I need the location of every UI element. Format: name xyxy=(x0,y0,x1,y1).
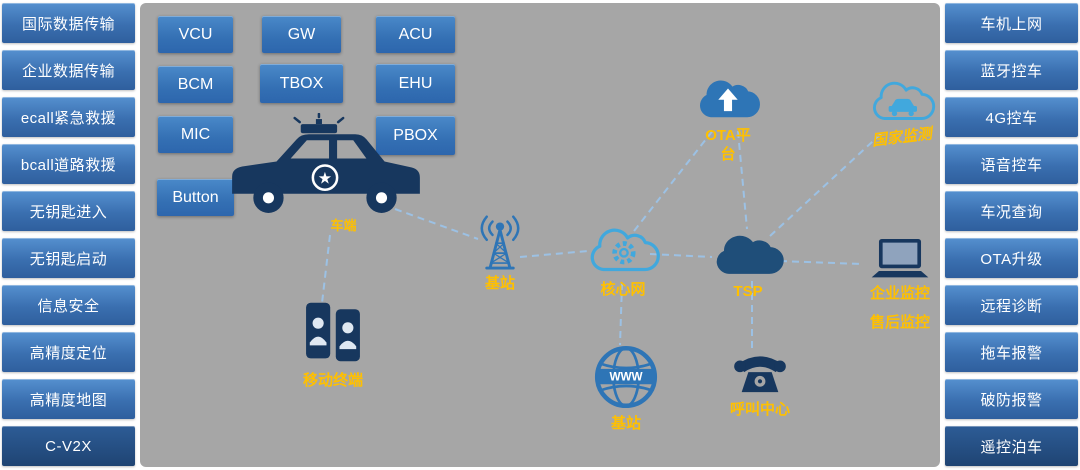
tsp-cloud-icon xyxy=(710,229,786,281)
sidebar-item-info-security[interactable]: 信息安全 xyxy=(2,285,135,325)
laptop-icon xyxy=(868,237,932,283)
cloud-gear-icon xyxy=(584,221,662,279)
sidebar-item-break-in-alarm[interactable]: 破防报警 xyxy=(945,379,1078,419)
mobile-terminal-node: 移动终端 xyxy=(288,299,378,391)
sidebar-item-ecall[interactable]: ecall紧急救援 xyxy=(2,97,135,137)
sidebar-item-car-internet[interactable]: 车机上网 xyxy=(945,3,1078,43)
diagram-canvas: VCU GW ACU BCM TBOX EHU MIC PBOX Button xyxy=(140,3,940,467)
sidebar-item-hd-positioning[interactable]: 高精度定位 xyxy=(2,332,135,372)
link-vehicle-mobile xyxy=(321,234,331,304)
module-button-vcu[interactable]: VCU xyxy=(158,16,233,53)
telephone-icon xyxy=(730,347,790,399)
base-station-node: 基站 xyxy=(462,215,538,294)
call-center-label: 呼叫中心 xyxy=(729,401,790,418)
globe-www-icon: WWW xyxy=(590,341,662,413)
sidebar-item-4g-control[interactable]: 4G控车 xyxy=(945,97,1078,137)
national-monitoring-node: 国家监测 xyxy=(854,75,950,150)
sidebar-item-vehicle-status[interactable]: 车况查询 xyxy=(945,191,1078,231)
ota-platform-node: OTA平台 xyxy=(692,73,764,165)
sidebar-item-bluetooth-control[interactable]: 蓝牙控车 xyxy=(945,50,1078,90)
call-center-node: 呼叫中心 xyxy=(718,347,802,420)
enterprise-monitoring-node: 企业监控 售后监控 xyxy=(852,237,948,333)
left-feature-list: 国际数据传输 企业数据传输 ecall紧急救援 bcall道路救援 无钥匙进入 … xyxy=(2,3,135,466)
module-button-pbox[interactable]: PBOX xyxy=(376,116,455,155)
national-monitoring-label: 国家监测 xyxy=(871,125,933,150)
mobile-phones-icon xyxy=(304,299,362,364)
internet-base-station-node: WWW 基站 xyxy=(586,341,666,434)
link-tsp-laptop xyxy=(779,260,863,265)
police-car-icon: ★ xyxy=(220,112,432,216)
right-feature-list: 车机上网 蓝牙控车 4G控车 语音控车 车况查询 OTA升级 远程诊断 拖车报警… xyxy=(945,3,1078,466)
sidebar-item-bcall[interactable]: bcall道路救援 xyxy=(2,144,135,184)
antenna-tower-icon xyxy=(470,215,530,273)
tsp-node: TSP xyxy=(708,229,788,302)
vehicle-label: 车端 xyxy=(330,218,357,233)
sidebar-item-ota-upgrade[interactable]: OTA升级 xyxy=(945,238,1078,278)
sidebar-item-voice-control[interactable]: 语音控车 xyxy=(945,144,1078,184)
module-button-gw[interactable]: GW xyxy=(262,16,341,53)
cloud-car-icon xyxy=(867,75,937,127)
base-station-label: 基站 xyxy=(484,275,515,292)
sidebar-item-tow-alarm[interactable]: 拖车报警 xyxy=(945,332,1078,372)
cloud-upload-icon xyxy=(694,73,762,125)
sidebar-item-keyless-entry[interactable]: 无钥匙进入 xyxy=(2,191,135,231)
sidebar-item-hd-map[interactable]: 高精度地图 xyxy=(2,379,135,419)
svg-text:★: ★ xyxy=(317,170,331,188)
sidebar-item-remote-parking[interactable]: 遥控泊车 xyxy=(945,426,1078,466)
mobile-terminal-label: 移动终端 xyxy=(302,372,363,389)
core-network-label: 核心网 xyxy=(600,281,646,298)
module-button-mic[interactable]: MIC xyxy=(158,116,233,153)
module-button-acu[interactable]: ACU xyxy=(376,16,455,53)
after-sales-monitoring-label: 售后监控 xyxy=(869,313,930,331)
module-button-bcm[interactable]: BCM xyxy=(158,66,233,103)
module-button-tbox[interactable]: TBOX xyxy=(260,64,343,103)
enterprise-monitoring-label: 企业监控 xyxy=(869,285,930,302)
module-button-ehu[interactable]: EHU xyxy=(376,64,455,103)
core-network-node: 核心网 xyxy=(580,221,666,300)
sidebar-item-international-data[interactable]: 国际数据传输 xyxy=(2,3,135,43)
internet-base-station-label: 基站 xyxy=(610,415,641,432)
sidebar-item-cv2x[interactable]: C-V2X xyxy=(2,426,135,466)
sidebar-item-keyless-start[interactable]: 无钥匙启动 xyxy=(2,238,135,278)
globe-www-text: WWW xyxy=(609,371,643,384)
sidebar-item-enterprise-data[interactable]: 企业数据传输 xyxy=(2,50,135,90)
ota-platform-label: OTA平台 xyxy=(705,127,751,163)
vehicle-node: ★ 车端 xyxy=(218,112,433,234)
tsp-label: TSP xyxy=(733,283,763,300)
sidebar-item-remote-diagnosis[interactable]: 远程诊断 xyxy=(945,285,1078,325)
module-button-button[interactable]: Button xyxy=(157,179,234,216)
